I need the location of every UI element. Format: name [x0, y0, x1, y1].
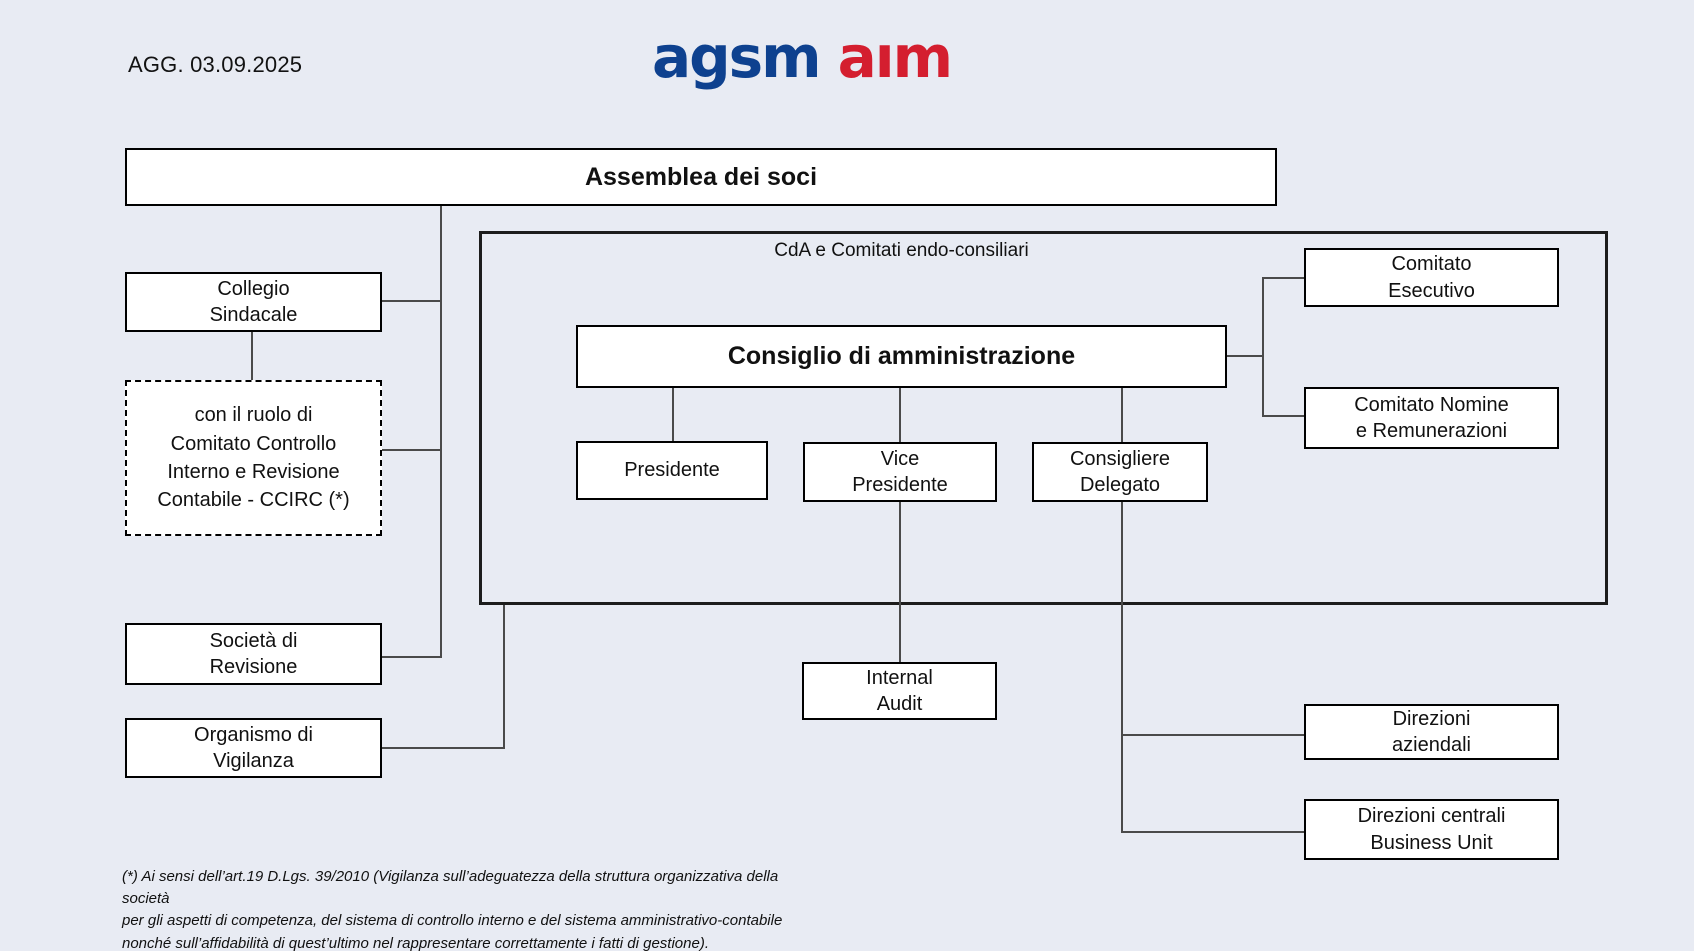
connector-organismo-to-cda — [503, 605, 505, 749]
node-organismo-di-vigilanza: Organismo di Vigilanza — [125, 718, 382, 778]
connector-consiglio-vice — [899, 388, 901, 442]
connector-comitato-nomine-branch — [1262, 415, 1304, 417]
connector-consiglio-comitati — [1227, 355, 1264, 357]
connector-consigliere-trunk — [1121, 502, 1123, 833]
cda-container-frame — [479, 231, 1608, 605]
node-direzioni-centrali-business-unit: Direzioni centrali Business Unit — [1304, 799, 1559, 860]
node-vice-presidente: Vice Presidente — [803, 442, 997, 502]
connector-collegio-ccirc — [251, 332, 253, 380]
connector-societa-branch — [382, 656, 442, 658]
node-direzioni-aziendali: Direzioni aziendali — [1304, 704, 1559, 760]
node-consigliere-delegato: Consigliere Delegato — [1032, 442, 1208, 502]
update-date: AGG. 03.09.2025 — [128, 52, 303, 77]
connector-direzioni-centrali-branch — [1121, 831, 1304, 833]
node-presidente: Presidente — [576, 441, 768, 500]
node-internal-audit: Internal Audit — [802, 662, 997, 720]
connector-consiglio-consigliere — [1121, 388, 1123, 442]
connector-comitato-esecutivo-branch — [1262, 277, 1304, 279]
node-collegio-sindacale: Collegio Sindacale — [125, 272, 382, 332]
connector-assemblea-trunk — [440, 206, 442, 658]
connector-ccirc-branch — [382, 449, 441, 451]
logo-aim-text: aım — [837, 23, 953, 91]
footnote-ccirc: (*) Ai sensi dell’art.19 D.Lgs. 39/2010 … — [122, 868, 783, 951]
connector-comitati-bracket — [1262, 277, 1264, 417]
connector-organismo-branch — [382, 747, 505, 749]
node-societa-di-revisione: Società di Revisione — [125, 623, 382, 685]
node-consiglio-di-amministrazione: Consiglio di amministrazione — [576, 325, 1227, 388]
connector-vice-internal-audit — [899, 502, 901, 662]
connector-consiglio-presidente — [672, 388, 674, 441]
node-comitato-nomine-remunerazioni: Comitato Nomine e Remunerazioni — [1304, 387, 1559, 449]
node-ccirc-note: con il ruolo di Comitato Controllo Inter… — [125, 380, 382, 536]
node-assemblea-dei-soci: Assemblea dei soci — [125, 148, 1277, 206]
node-comitato-esecutivo: Comitato Esecutivo — [1304, 248, 1559, 307]
cda-container-label: CdA e Comitati endo-consiliari — [774, 240, 1029, 261]
logo-agsm-text: agsm — [652, 23, 822, 91]
connector-collegio-branch — [382, 300, 441, 302]
connector-direzioni-aziendali-branch — [1121, 734, 1304, 736]
